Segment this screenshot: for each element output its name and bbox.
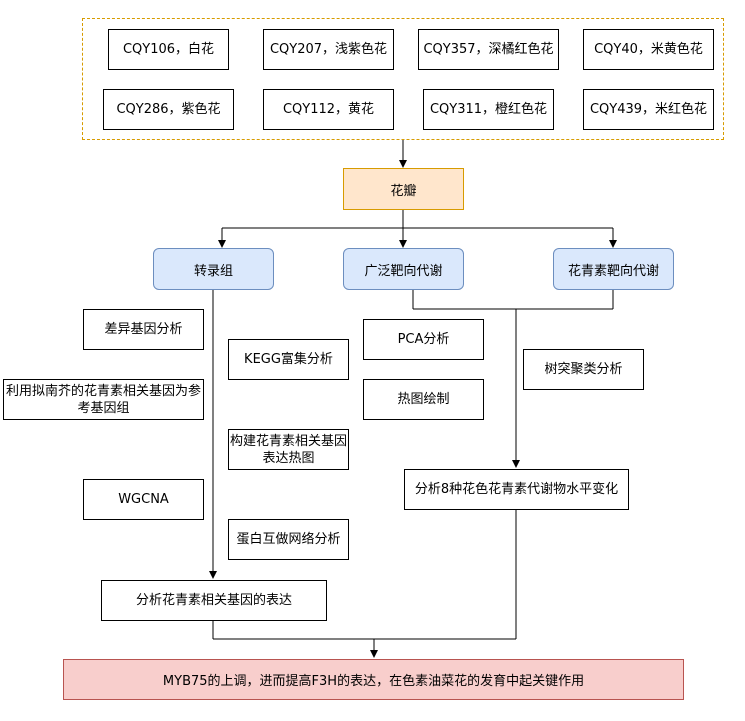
cultivar-group: [82, 18, 724, 140]
transcriptome-result-box: 分析花青素相关基因的表达: [101, 580, 327, 621]
deg-analysis-box: 差异基因分析: [83, 309, 204, 350]
cultivar-box: CQY40，米黄色花: [583, 29, 714, 70]
cultivar-box: CQY311，橙红色花: [423, 89, 554, 130]
metabolism-result-box: 分析8种花色花青素代谢物水平变化: [404, 469, 629, 510]
reference-genome-box: 利用拟南芥的花青素相关基因为参考基因组: [3, 379, 204, 420]
ppi-network-box: 蛋白互做网络分析: [228, 519, 349, 560]
petal-node: 花瓣: [343, 168, 464, 210]
cultivar-box: CQY207，浅紫色花: [263, 29, 394, 70]
metabolite-heatmap-box: 热图绘制: [363, 379, 484, 420]
anthocyanin-node: 花青素靶向代谢: [553, 248, 674, 290]
conclusion-box: MYB75的上调，进而提高F3H的表达，在色素油菜花的发育中起关键作用: [63, 659, 684, 700]
kegg-box: KEGG富集分析: [228, 339, 349, 380]
cluster-analysis-box: 树突聚类分析: [523, 349, 644, 390]
transcriptome-node: 转录组: [153, 248, 274, 290]
metabolism-node: 广泛靶向代谢: [343, 248, 464, 290]
wgcna-box: WGCNA: [83, 479, 204, 520]
pca-box: PCA分析: [363, 319, 484, 360]
cultivar-box: CQY439，米红色花: [583, 89, 714, 130]
gene-heatmap-box: 构建花青素相关基因表达热图: [228, 429, 349, 470]
cultivar-box: CQY106，白花: [108, 29, 229, 70]
cultivar-box: CQY112，黄花: [263, 89, 394, 130]
cultivar-box: CQY357，深橘红色花: [418, 29, 559, 70]
cultivar-box: CQY286，紫色花: [103, 89, 234, 130]
